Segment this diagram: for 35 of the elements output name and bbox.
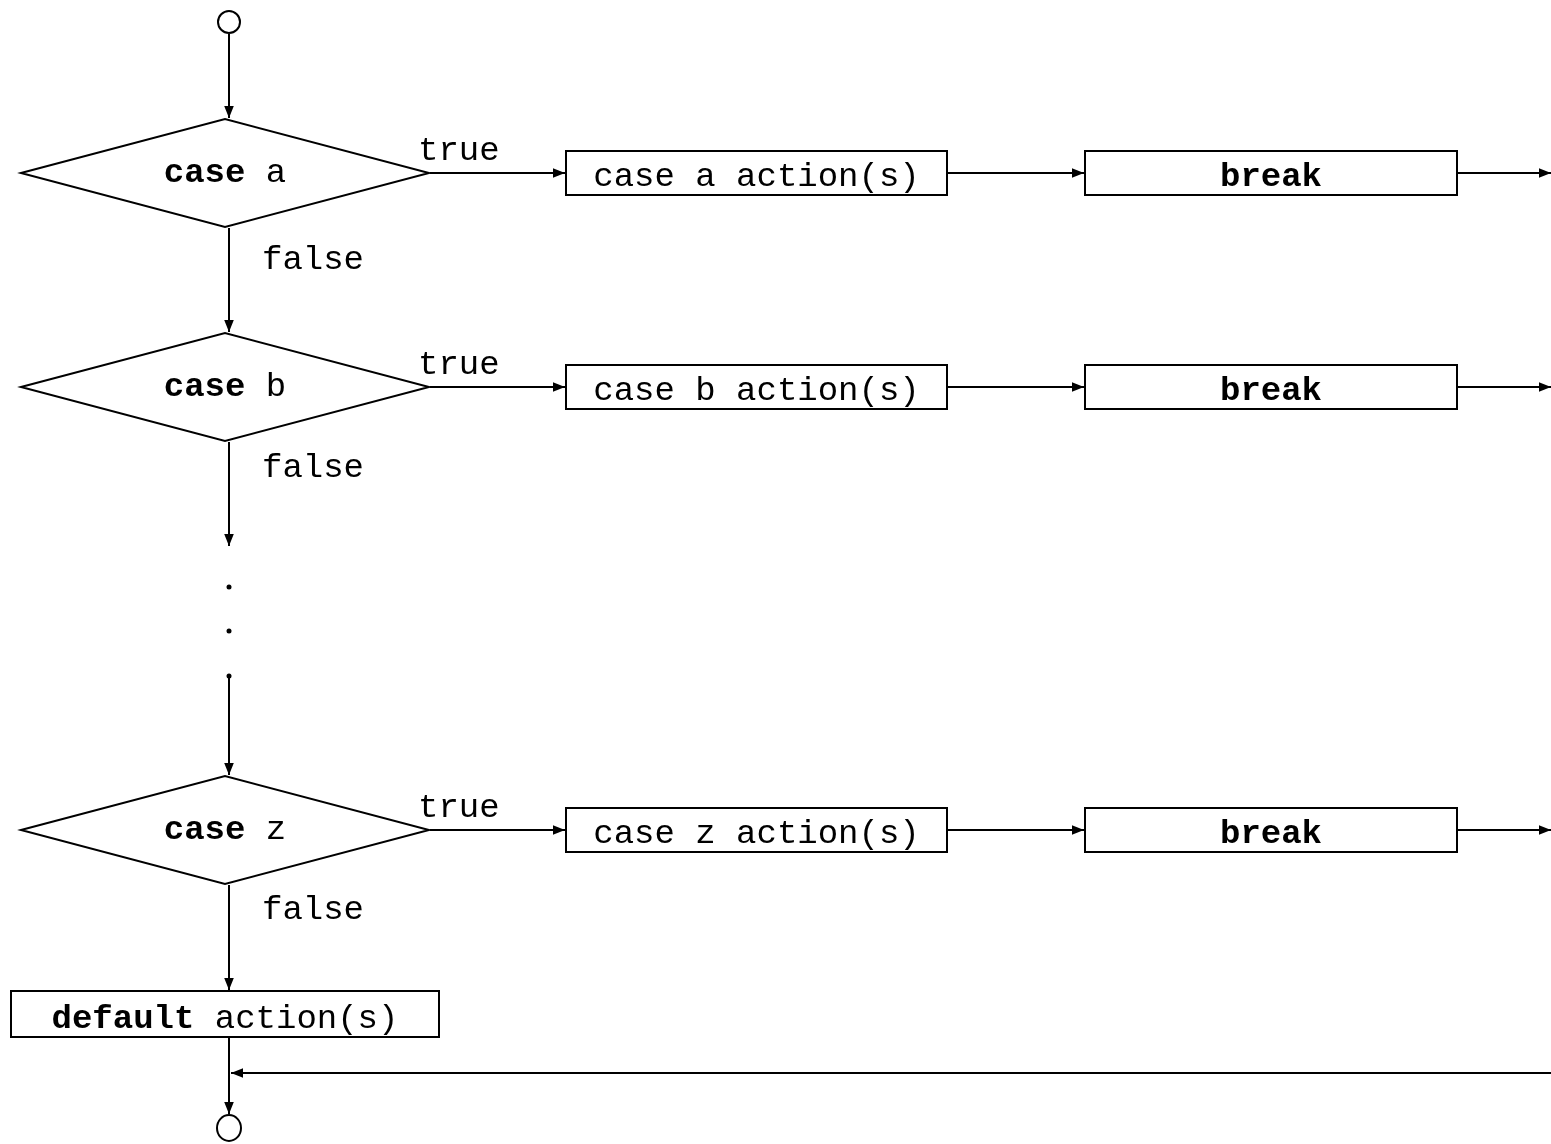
process-box <box>565 150 948 196</box>
arrow <box>1457 168 1551 178</box>
process-box <box>1084 807 1458 853</box>
arrow <box>429 825 566 835</box>
process-box <box>1084 364 1458 410</box>
arrow <box>1457 825 1551 835</box>
process-box <box>1084 150 1458 196</box>
node-label: case a <box>163 156 287 190</box>
arrow <box>224 1037 234 1115</box>
arrow <box>429 382 566 392</box>
node-label: case z action(s) <box>593 817 920 851</box>
arrow <box>224 441 234 547</box>
terminal-circle <box>217 10 241 34</box>
arrow <box>947 382 1085 392</box>
node-label: case a action(s) <box>593 160 920 194</box>
process-box <box>10 990 440 1038</box>
node-label: break <box>1220 817 1322 851</box>
node-label: case b action(s) <box>593 374 920 408</box>
node-label: break <box>1220 374 1322 408</box>
node-label: case b <box>163 370 287 404</box>
node-label: default action(s) <box>51 1002 399 1036</box>
arrow <box>224 33 234 119</box>
arrow <box>224 227 234 333</box>
arrow <box>429 168 566 178</box>
node-label: case z <box>163 813 287 847</box>
arrow <box>230 1068 1551 1078</box>
arrow <box>947 168 1085 178</box>
terminal-circle <box>216 1114 242 1142</box>
process-box <box>565 807 948 853</box>
arrow <box>1457 382 1551 392</box>
node-label: break <box>1220 160 1322 194</box>
arrow <box>947 825 1085 835</box>
process-box <box>565 364 948 410</box>
arrow <box>224 884 234 991</box>
arrow <box>224 675 234 776</box>
